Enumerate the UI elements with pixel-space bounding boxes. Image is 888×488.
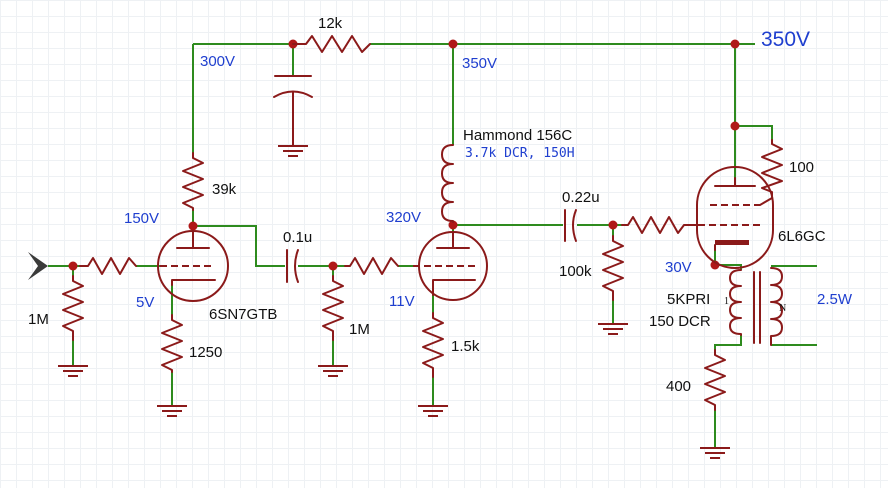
label-100k: 100k xyxy=(559,263,592,280)
resistor-12k xyxy=(292,35,371,53)
choke-spec-label: 3.7k DCR, 150H xyxy=(465,146,575,161)
label-6sn7gtb: 6SN7GTB xyxy=(209,306,277,323)
resistor-input-1m xyxy=(62,275,84,341)
transformer-secondary-label: N xyxy=(779,303,786,314)
ground-symbol xyxy=(58,365,88,377)
choke-inductor xyxy=(441,144,454,223)
transformer-primary-label: 5KPRI xyxy=(667,291,710,308)
tube-6l6gc xyxy=(696,166,774,269)
resistor-grid-stopper-2 xyxy=(344,257,399,275)
label-100: 100 xyxy=(789,159,814,176)
coupling-capacitor-1 xyxy=(286,249,299,283)
ground-symbol xyxy=(598,323,628,335)
v3-cathode-voltage: 30V xyxy=(665,259,692,276)
label-input-1m: 1M xyxy=(28,311,49,328)
resistor-grid-stopper-1 xyxy=(79,257,137,275)
ground-symbol xyxy=(157,405,187,417)
resistor-grid-stopper-3 xyxy=(621,216,699,234)
wires xyxy=(48,43,817,447)
ground-symbol xyxy=(278,145,308,157)
label-grid-1m: 1M xyxy=(349,321,370,338)
label-39k: 39k xyxy=(212,181,237,198)
output-power-label: 2.5W xyxy=(817,291,853,308)
label-6l6gc: 6L6GC xyxy=(778,228,826,245)
node-voltage-300v: 300V xyxy=(200,53,235,70)
filter-capacitor xyxy=(273,75,313,146)
transformer-dcr-label: 150 DCR xyxy=(649,313,711,330)
node-voltage-350v: 350V xyxy=(462,55,497,72)
coupling-capacitor-2 xyxy=(564,209,577,242)
v1-cathode-voltage: 5V xyxy=(136,294,154,311)
v2-cathode-voltage: 11V xyxy=(389,293,415,310)
resistor-39k xyxy=(182,152,204,211)
label-1-5k: 1.5k xyxy=(451,338,480,355)
label-1250: 1250 xyxy=(189,344,222,361)
label-12k: 12k xyxy=(318,15,343,32)
resistor-1-5k xyxy=(422,312,444,378)
output-transformer xyxy=(729,267,783,346)
resistor-1250 xyxy=(161,314,183,373)
resistor-grid-1m xyxy=(322,275,344,341)
input-arrow-icon xyxy=(28,252,48,280)
choke-name-label: Hammond 156C xyxy=(463,127,572,144)
supply-voltage-label: 350V xyxy=(761,28,810,51)
resistor-400 xyxy=(704,349,726,411)
resistor-100k xyxy=(602,235,624,301)
label-400: 400 xyxy=(666,378,691,395)
ground-symbol xyxy=(318,365,348,377)
ground-symbol xyxy=(700,447,730,459)
junctions xyxy=(68,39,740,271)
label-0-1u: 0.1u xyxy=(283,229,312,246)
v2-plate-voltage: 320V xyxy=(386,209,421,226)
v1-plate-voltage: 150V xyxy=(124,210,159,227)
tube-driver xyxy=(413,231,488,301)
ground-symbol xyxy=(418,405,448,417)
resistor-100 xyxy=(761,139,783,195)
label-0-22u: 0.22u xyxy=(562,189,600,206)
transformer-pin-label: 1 xyxy=(724,296,729,307)
tube-6sn7 xyxy=(157,230,229,302)
